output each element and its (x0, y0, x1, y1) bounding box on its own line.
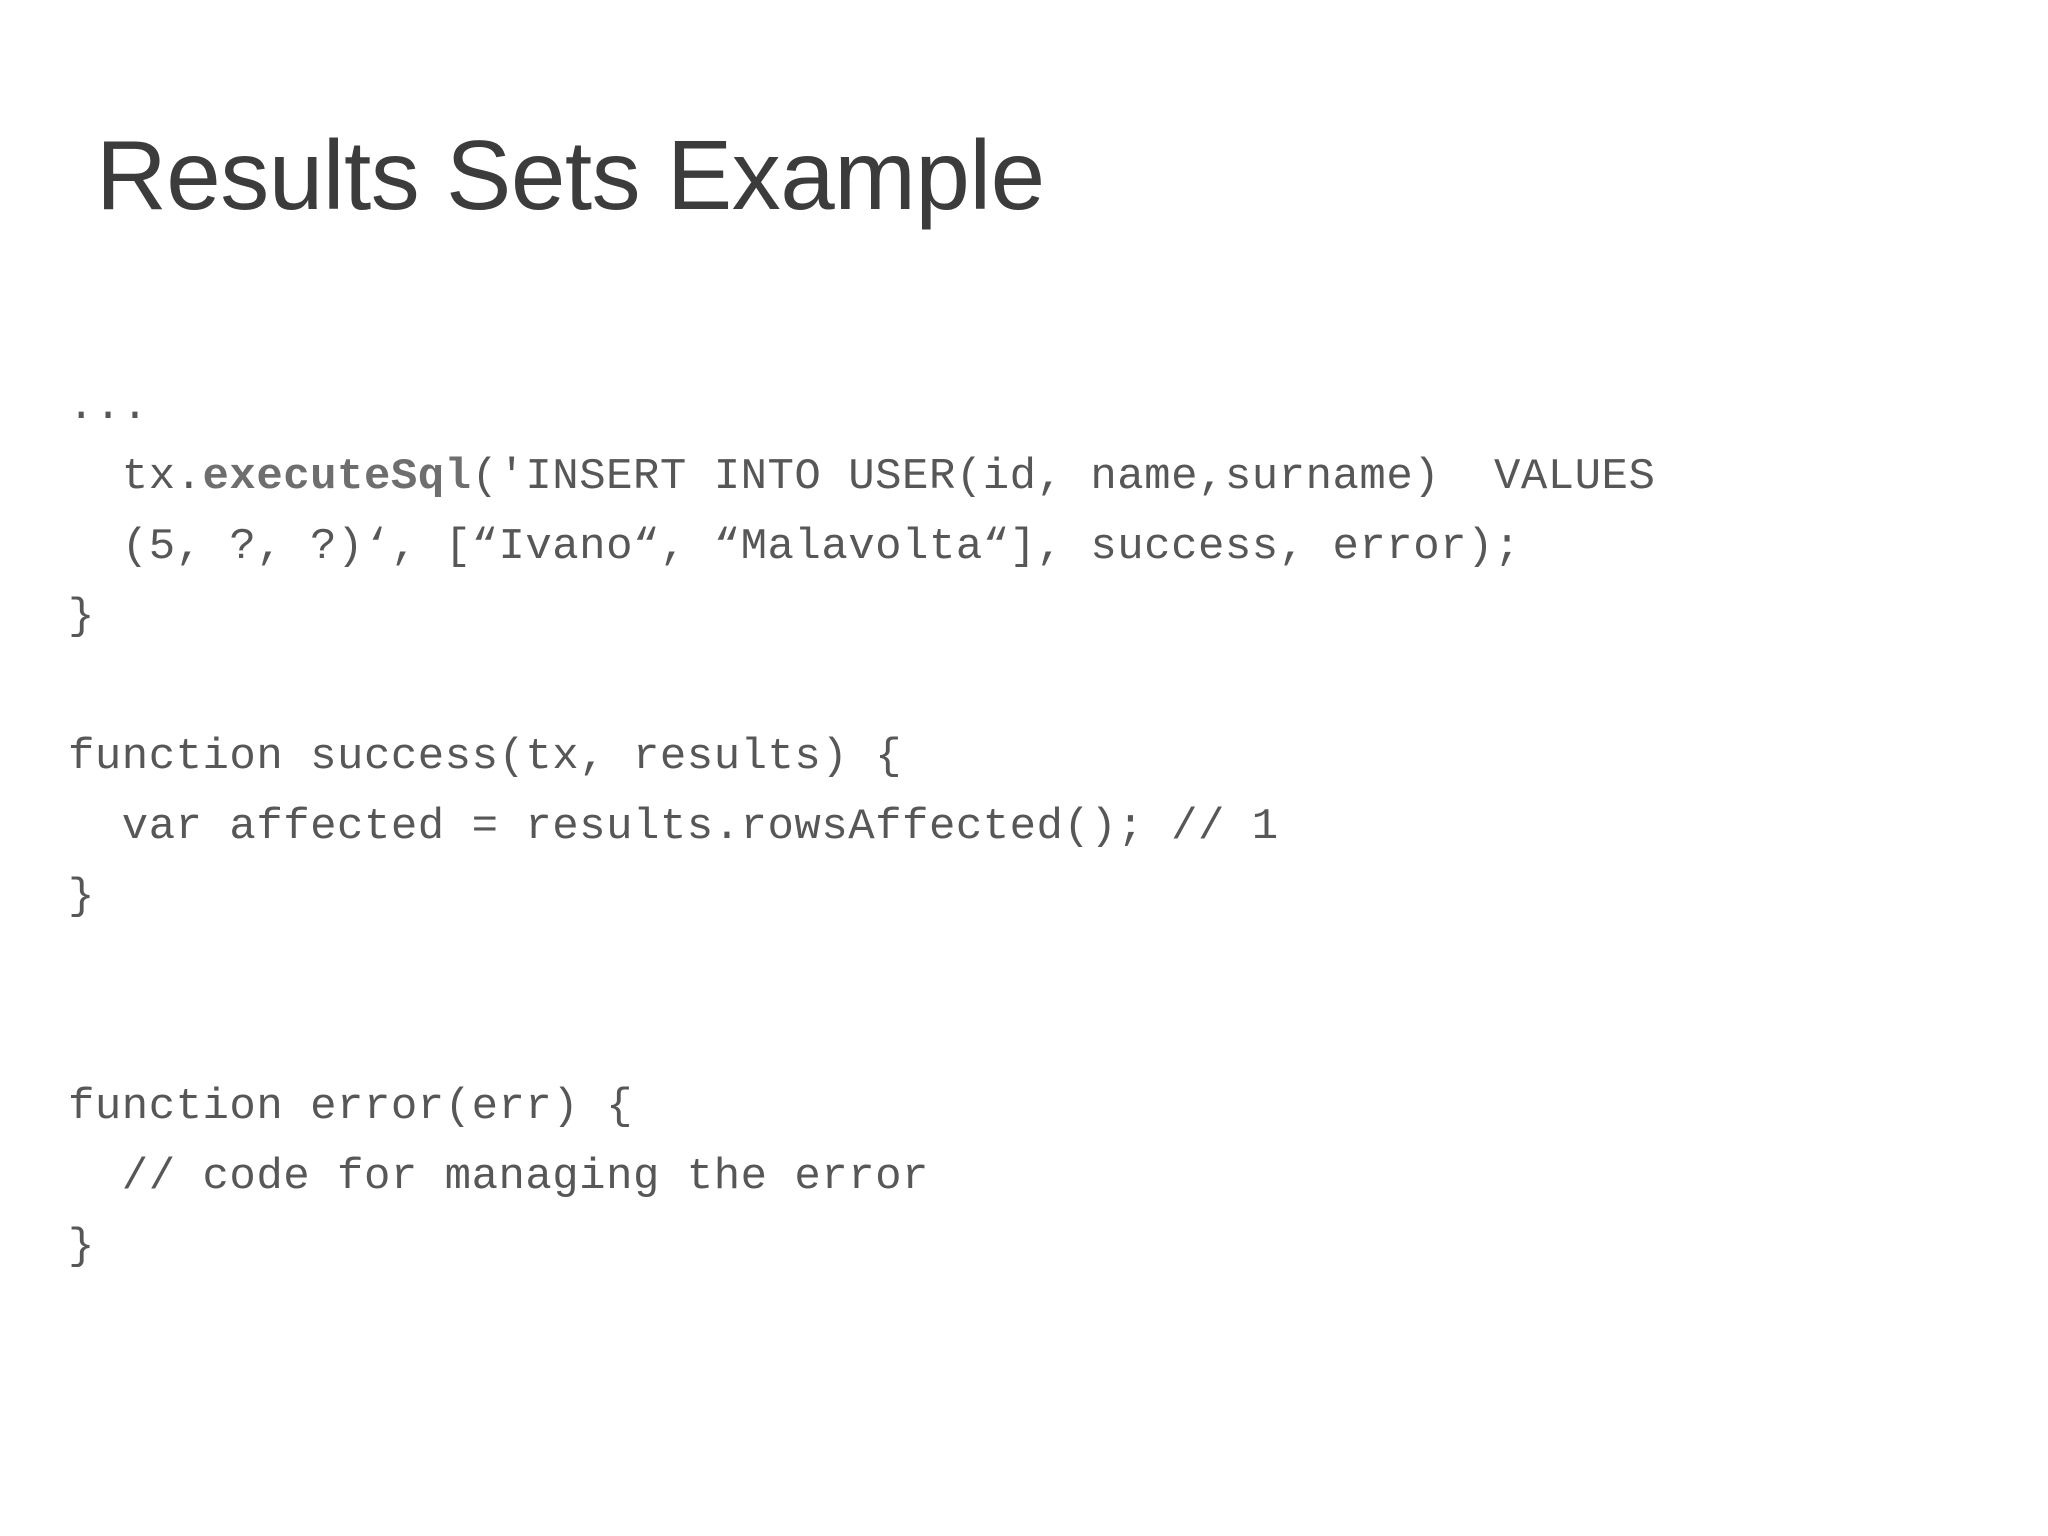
code-line: function success(tx, results) { (68, 732, 903, 782)
code-line (68, 652, 1988, 722)
code-line: } (68, 1222, 95, 1272)
code-line: // code for managing the error (68, 1152, 929, 1202)
code-segment-method-name: executeSql (202, 452, 472, 502)
code-segment-plain: ('INSERT INTO USER(id, name,surname) VAL… (471, 452, 1656, 502)
code-line: var affected = results.rowsAffected(); /… (68, 802, 1279, 852)
code-block: ... tx.executeSql('INSERT INTO USER(id, … (68, 372, 1988, 1282)
code-line: (5, ?, ?)‘, [“Ivano“, “Malavolta“], succ… (68, 522, 1521, 572)
code-line: } (68, 592, 95, 642)
code-line: } (68, 872, 95, 922)
code-line (68, 1002, 1988, 1072)
code-line: function error(err) { (68, 1082, 633, 1132)
code-segment-plain: tx. (68, 452, 203, 502)
page-title: Results Sets Example (96, 119, 1045, 230)
code-line: tx.executeSql('INSERT INTO USER(id, name… (68, 442, 1988, 512)
code-line: ... (68, 382, 149, 432)
code-line (68, 932, 1988, 1002)
